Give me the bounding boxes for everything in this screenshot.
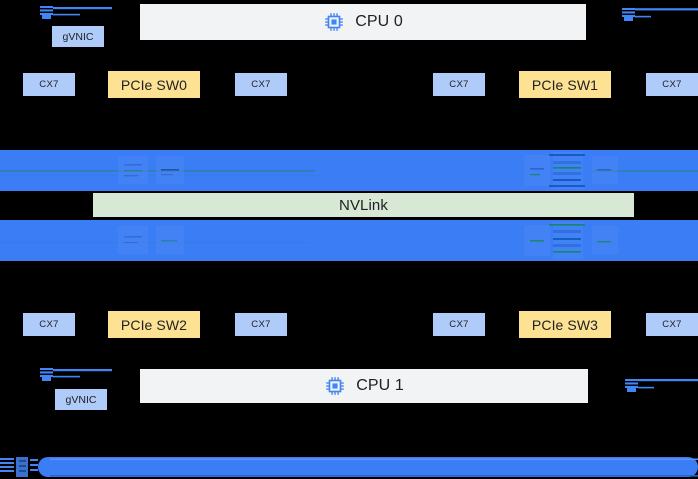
- cx7-label: CX7: [662, 319, 682, 330]
- pcie-switch-label: PCIe SW1: [531, 76, 599, 93]
- gvnic-box-bottom-left[interactable]: gVNIC: [55, 389, 107, 410]
- cpu0-slab[interactable]: CPU 0: [140, 4, 586, 40]
- cx7-label: CX7: [39, 79, 59, 90]
- cx7-label: CX7: [449, 319, 469, 330]
- gvnic-icon-bottom-left: [40, 366, 112, 384]
- nvlink-bar[interactable]: NVLink: [93, 193, 634, 217]
- gvnic-box-top-left[interactable]: gVNIC: [52, 26, 104, 47]
- cpu-chip-icon: [324, 375, 346, 397]
- cx7-box-0[interactable]: CX7: [23, 73, 75, 96]
- cx7-box-1[interactable]: CX7: [235, 73, 287, 96]
- cx7-label: CX7: [449, 79, 469, 90]
- pcie-switch-0[interactable]: PCIe SW0: [108, 71, 200, 98]
- cpu-chip-icon: [323, 11, 345, 33]
- cx7-box-4[interactable]: CX7: [23, 313, 75, 336]
- pcie-switch-label: PCIe SW3: [531, 316, 599, 333]
- nvlink-label: NVLink: [339, 196, 388, 214]
- cx7-box-5[interactable]: CX7: [235, 313, 287, 336]
- network-fabric-icon: [0, 455, 698, 479]
- cx7-label: CX7: [251, 79, 271, 90]
- gpu-band-bottom[interactable]: [0, 220, 698, 261]
- pcie-switch-2[interactable]: PCIe SW2: [108, 311, 200, 338]
- pcie-switch-label: PCIe SW0: [120, 76, 188, 93]
- gvnic-icon-top-left: [40, 4, 112, 22]
- pcie-switch-1[interactable]: PCIe SW1: [519, 71, 611, 98]
- cx7-label: CX7: [662, 79, 682, 90]
- cx7-box-6[interactable]: CX7: [433, 313, 485, 336]
- cx7-box-2[interactable]: CX7: [433, 73, 485, 96]
- gpu-band-top[interactable]: [0, 150, 698, 191]
- gvnic-label: gVNIC: [65, 393, 97, 406]
- gpu-icon: [0, 150, 698, 191]
- gvnic-label: gVNIC: [62, 30, 94, 43]
- cx7-label: CX7: [251, 319, 271, 330]
- cpu1-slab[interactable]: CPU 1: [140, 369, 588, 403]
- gpu-icon: [0, 220, 698, 261]
- network-fabric-band[interactable]: [0, 455, 698, 479]
- gvnic-icon-bottom-right: [625, 377, 698, 395]
- cpu0-label: CPU 0: [355, 13, 403, 30]
- pcie-switch-label: PCIe SW2: [120, 316, 188, 333]
- cx7-label: CX7: [39, 319, 59, 330]
- cpu1-label: CPU 1: [356, 377, 404, 394]
- cx7-box-7[interactable]: CX7: [646, 313, 698, 336]
- cx7-box-3[interactable]: CX7: [646, 73, 698, 96]
- gvnic-icon-top-right: [622, 6, 698, 24]
- pcie-switch-3[interactable]: PCIe SW3: [519, 311, 611, 338]
